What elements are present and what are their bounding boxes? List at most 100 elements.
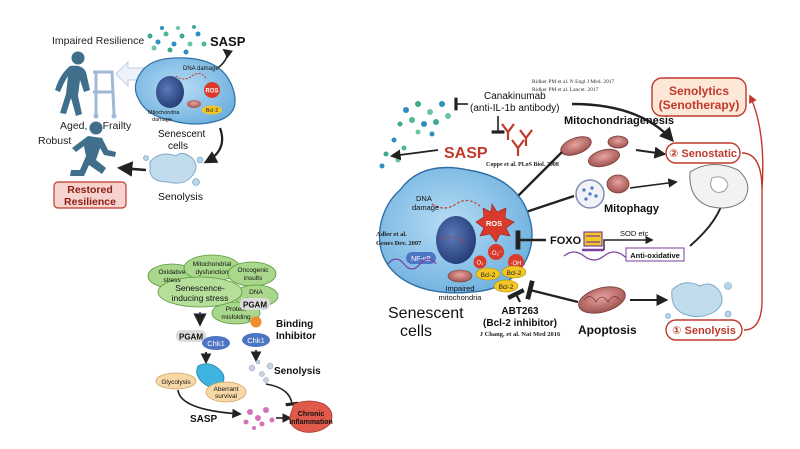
mito-dysfunction-label-2: dysfunction: [196, 269, 229, 276]
pgam-chip-right: [240, 298, 270, 310]
panel-a: Impaired Resilience Aged, or Frailty SAS…: [38, 25, 246, 209]
dna-damage-label-c2: damage: [412, 203, 439, 212]
mito-damage-label-a1: Mitochondria: [148, 110, 180, 116]
aberrant-survival-chip: [205, 381, 247, 403]
canakinumab-label-1: Canakinumab: [484, 91, 546, 102]
impaired-resilience-label: Impaired Resilience: [52, 35, 144, 47]
mitochondria-icon: [560, 135, 629, 168]
dna-damage-label-a: DNA damage: [183, 66, 219, 72]
arrow-glycolysis-down: [177, 389, 242, 419]
chk1-label-right: Chk1: [247, 336, 265, 345]
senolytics-label-2: (Senotherapy): [659, 98, 740, 112]
apoptosis-mito-icon: [578, 286, 626, 314]
bcl2-label-3: Bcl-2: [499, 284, 514, 291]
senolysis-pill: [665, 319, 743, 341]
impaired-mito-label-1: Impaired: [445, 284, 474, 293]
glycolysis-label: Glycolysis: [161, 379, 191, 386]
sasp-label-c: SASP: [444, 145, 488, 162]
oncogenic-label-1: Oncogenic: [237, 267, 269, 274]
senolysis-label-b: Senolysis: [274, 366, 321, 377]
robust-label: Robust: [38, 135, 71, 147]
dna-damage-label-b1: DNA: [249, 289, 263, 296]
restored-resilience-box: [53, 181, 127, 209]
inhibit-line-b: [265, 383, 299, 407]
ref-ridker-2: Ridker PM et al. Lancet. 2017: [532, 87, 599, 93]
mitophagy-icon: [575, 179, 605, 209]
robust-person-icon: [70, 121, 116, 176]
bcl2-label-a: Bcl-2: [206, 108, 219, 114]
bcl2-chip-1: [475, 267, 501, 281]
foxo-arrow-bent: [603, 235, 654, 250]
senostatic-label: ② Senostatic: [669, 148, 737, 160]
impaired-mito-icon: [447, 269, 473, 283]
anti-oxidative-box: [625, 247, 685, 262]
oh-label: ·OH: [511, 261, 522, 267]
arrow-to-sasp: [217, 48, 234, 69]
oncogenic-label-2: insults: [244, 275, 263, 282]
apoptosis-label: Apoptosis: [578, 323, 637, 337]
panel-b: Oxidative stress Mitochondrial dysfuncti…: [147, 254, 333, 433]
ros-label-a: ROS: [205, 89, 218, 95]
o2-dot: [473, 255, 487, 269]
restored-label-2: Resilience: [64, 196, 116, 208]
aberrant-survival-label-1: Aberrant: [214, 386, 239, 393]
elderly-person-icon: [55, 51, 117, 119]
binding-inhibitor-label-2: Inhibitor: [276, 331, 316, 342]
pgam-label-right: PGAM: [243, 301, 267, 310]
ref-chang: J Chang, et al. Nat Med 2016: [480, 331, 561, 338]
oxidative-label-2: stress: [163, 277, 181, 284]
chk1-chip-left: [202, 336, 230, 350]
protein-misfolding-label-2: misfolding: [221, 314, 251, 321]
sasp-dots-c: [379, 101, 451, 169]
abt263-label-1: ABT263: [501, 306, 539, 317]
arrow-sasp-out: [389, 149, 439, 161]
senolysis-cell-c: [665, 282, 732, 319]
red-bracket-arrow: [741, 96, 764, 331]
senescence-stress-label-1: Senescence-: [175, 283, 225, 293]
protein-misfolding-label-1: Protein: [226, 306, 247, 313]
senescent-cells-label-c1: Senescent: [388, 305, 464, 322]
chronic-inflammation-label-2: Inflammation: [289, 419, 333, 426]
dna-strand: [387, 258, 437, 270]
senolysis-label-a: Senolysis: [158, 191, 203, 203]
foxo-label: FOXO: [550, 235, 582, 247]
mitochondriagenesis-label: Mitochondriagenesis: [564, 115, 674, 127]
senescence-stress-label-2: inducing stress: [172, 293, 229, 303]
o2-label: O₂: [477, 261, 485, 267]
ref-coppe: Coppe et al. PLoS Biol. 2008: [486, 162, 559, 168]
senescent-cells-label-c2: cells: [400, 323, 432, 340]
senescent-cells-label-a2: cells: [168, 141, 188, 152]
binding-inhibitor-label-1: Binding: [276, 319, 313, 330]
dna-damage-label-c1: DNA: [416, 194, 432, 203]
arrow-mito-senostatic: [635, 146, 667, 159]
nfkb-label: NF-κB: [411, 256, 431, 263]
oxidative-label-1: Oxidative: [158, 269, 185, 276]
sod-etc-label: SOD etc: [620, 229, 649, 238]
bcl2-label-1: Bcl-2: [481, 272, 496, 279]
senescent-cells-label-a1: Senescent: [158, 129, 205, 140]
restored-label-1: Restored: [67, 184, 113, 196]
senolytics-label-1: Senolytics: [669, 84, 729, 98]
bcl2-chip-2: [501, 265, 527, 279]
arrow-to-robust: [116, 161, 147, 177]
inhibit-mitophagy-ros: [514, 194, 575, 224]
antibody-icon: [501, 123, 533, 156]
canakinumab-label-2: (anti-IL-1b antibody): [470, 103, 560, 114]
sasp-label-a: SASP: [210, 34, 246, 49]
nfkb-chip: [406, 252, 436, 264]
mitophagy-label: Mitophagy: [604, 203, 660, 215]
inhibit-apoptosis: [525, 280, 579, 304]
o2-radical-label: ·O₂⁻: [490, 251, 502, 257]
pgam-label-left: PGAM: [179, 333, 203, 342]
senescent-cell-a: DNA damage ROS Bcl-2 Mitochondria damage: [134, 57, 236, 125]
ros-burst-icon: [475, 203, 515, 243]
bcl2-label-2: Bcl-2: [507, 270, 522, 277]
glycolysis-chip: [155, 372, 197, 390]
mito-dysfunction-label-1: Mitochondrial: [193, 261, 232, 268]
foxo-complex-icon: [582, 231, 604, 252]
senolysis-fragments-b: [248, 359, 274, 383]
ref-ridker-1: Ridker PM et al. N Engl J Med. 2017: [532, 79, 614, 85]
chronic-inflammation-blob: [289, 400, 333, 433]
senostatic-pill: [665, 142, 741, 164]
